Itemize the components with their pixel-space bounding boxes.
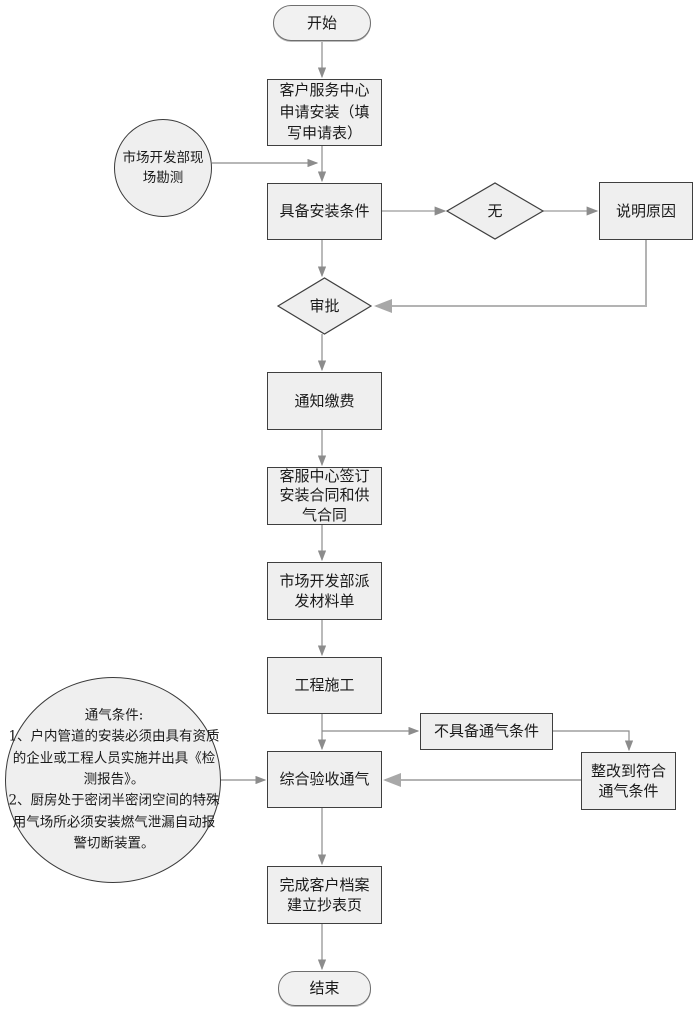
node-archive-label: 完成客户档案 建立抄表页 [279,875,370,914]
node-dispatch-materials-label: 市场开发部派 发材料单 [279,571,370,610]
node-archive[interactable]: 完成客户档案 建立抄表页 [267,866,382,924]
node-explain-reason-label: 说明原因 [615,201,676,220]
node-not-ready-label: 不具备通气条件 [433,722,539,741]
node-end[interactable]: 结束 [278,971,371,1006]
node-approve-label: 审批 [309,296,340,315]
node-approve[interactable]: 审批 [278,278,371,334]
node-install-conditions-label: 具备安装条件 [279,202,370,221]
diamond-none-shape [445,182,545,240]
node-start-label: 开始 [306,13,337,32]
node-apply[interactable]: 客户服务中心 申请安装（填 写申请表） [267,79,382,146]
node-acceptance-label: 综合验收通气 [279,770,370,789]
node-rectify-label: 整改到符合 通气条件 [590,761,666,800]
node-sign-contract-label: 客服中心签订 安装合同和供 气合同 [279,467,370,524]
node-construction-label: 工程施工 [294,676,355,695]
node-acceptance[interactable]: 综合验收通气 [267,751,382,808]
node-end-label: 结束 [309,979,340,998]
edge-notready-rectify [553,730,634,752]
node-notify-payment-label: 通知缴费 [294,391,355,410]
node-gas-conditions-label: 通气条件: 1、户内管道的安装必须由具有资质 的企业或工程人员实施并出具《检 测… [8,707,220,852]
node-install-conditions[interactable]: 具备安装条件 [267,183,382,240]
node-decision-none[interactable]: 无 [447,183,543,239]
node-rectify[interactable]: 整改到符合 通气条件 [581,752,676,810]
node-dispatch-materials[interactable]: 市场开发部派 发材料单 [267,562,382,620]
node-survey-label: 市场开发部现 场勘测 [122,149,204,186]
node-decision-none-label: 无 [487,201,503,220]
edge-explain-approve [374,240,647,313]
node-survey[interactable]: 市场开发部现 场勘测 [114,119,212,217]
node-sign-contract[interactable]: 客服中心签订 安装合同和供 气合同 [267,467,382,525]
node-gas-conditions[interactable]: 通气条件: 1、户内管道的安装必须由具有资质 的企业或工程人员实施并出具《检 测… [5,677,221,883]
node-apply-label: 客户服务中心 申请安装（填 写申请表） [279,80,370,143]
node-explain-reason[interactable]: 说明原因 [599,182,693,240]
node-start[interactable]: 开始 [273,5,371,41]
node-not-ready[interactable]: 不具备通气条件 [420,713,553,750]
diamond-approve-shape [276,277,373,335]
node-construction[interactable]: 工程施工 [267,657,382,714]
node-notify-payment[interactable]: 通知缴费 [267,372,382,430]
